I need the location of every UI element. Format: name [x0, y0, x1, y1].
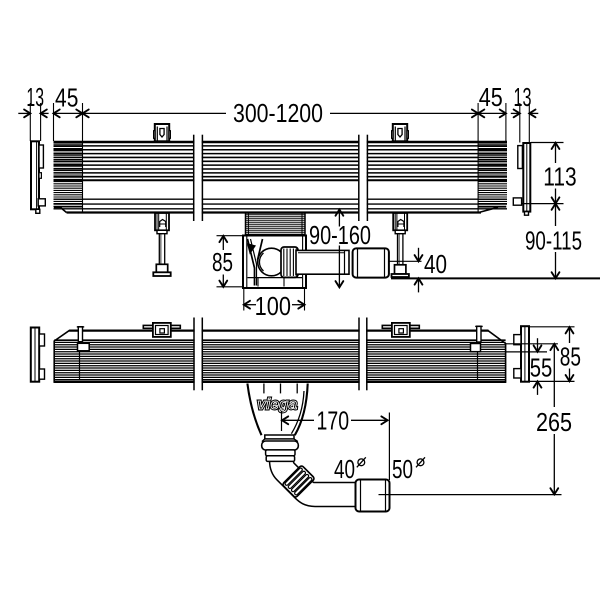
svg-text:40: 40 — [334, 456, 355, 484]
svg-text:55: 55 — [530, 355, 553, 383]
svg-text:85: 85 — [212, 249, 233, 277]
svg-text:300-1200: 300-1200 — [233, 100, 323, 128]
svg-text:170: 170 — [317, 408, 350, 436]
svg-text:13: 13 — [514, 84, 532, 112]
svg-text:45: 45 — [55, 84, 78, 112]
svg-text:viega: viega — [257, 396, 297, 413]
svg-text:viega: viega — [257, 396, 297, 413]
svg-text:90-160: 90-160 — [309, 222, 371, 250]
svg-text:85: 85 — [560, 344, 581, 372]
svg-text:40: 40 — [424, 251, 447, 279]
svg-text:90-115: 90-115 — [525, 228, 582, 256]
svg-text:13: 13 — [26, 84, 44, 112]
svg-text:265: 265 — [536, 409, 572, 437]
svg-text:100: 100 — [255, 293, 291, 321]
svg-text:50: 50 — [392, 456, 413, 484]
svg-text:113: 113 — [543, 164, 576, 192]
svg-text:45: 45 — [479, 84, 503, 112]
